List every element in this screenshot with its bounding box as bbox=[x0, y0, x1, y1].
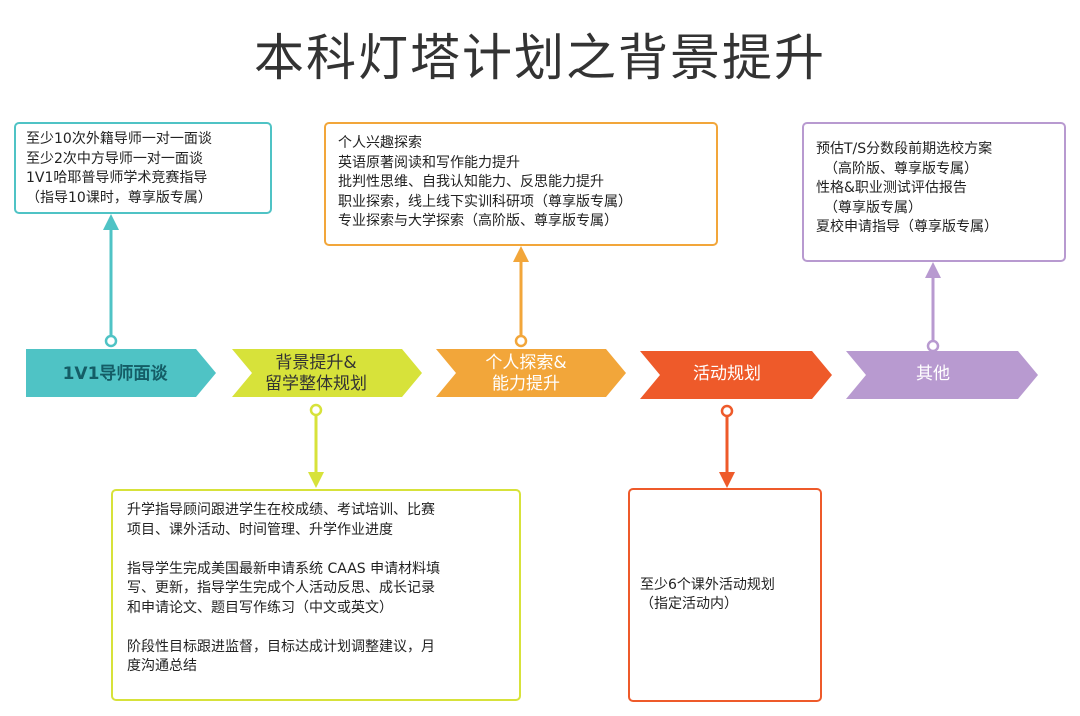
activity-details-box: 至少6个课外活动规划 （指定活动内） bbox=[628, 488, 822, 702]
step-2-shape bbox=[232, 349, 422, 397]
box-line: 指导学生完成美国最新申请系统 CAAS 申请材料填 bbox=[127, 560, 441, 577]
arrowhead-up-icon bbox=[513, 246, 529, 262]
mentor-details-box: 至少10次外籍导师一对一面谈 至少2次中方导师一对一面谈 1V1哈耶普导师学术竞… bbox=[14, 122, 272, 214]
step-5-label-line: 其他 bbox=[916, 364, 950, 384]
step-3-shape bbox=[436, 349, 626, 397]
box-line: 至少6个课外活动规划 bbox=[640, 576, 775, 593]
box-line: 至少2次中方导师一对一面谈 bbox=[26, 150, 203, 167]
connector-mentor bbox=[103, 214, 119, 348]
box-line: 性格&职业测试评估报告 bbox=[816, 180, 967, 196]
box-line: 度沟通总结 bbox=[127, 658, 197, 674]
step-4-shape bbox=[640, 351, 832, 399]
box-line: 职业探索，线上线下实训科研项（尊享版专属） bbox=[338, 193, 632, 210]
step-3-label-line-1: 个人探索& bbox=[485, 353, 567, 373]
planning-details-box: 升学指导顾问跟进学生在校成绩、考试培训、比赛 项目、课外活动、时间管理、升学作业… bbox=[111, 489, 521, 701]
box-line: （高阶版、尊享版专属） bbox=[824, 160, 978, 177]
box-line: （指导10课时，尊享版专属） bbox=[26, 189, 212, 206]
arrowhead-up-icon bbox=[925, 262, 941, 278]
step-1-label-line: 1V1导师面谈 bbox=[62, 364, 168, 384]
box-line: 批判性思维、自我认知能力、反思能力提升 bbox=[338, 174, 604, 190]
box-line: 专业探索与大学探索（高阶版、尊享版专属） bbox=[338, 213, 618, 229]
connector-planning bbox=[308, 403, 324, 488]
box-line: 至少10次外籍导师一对一面谈 bbox=[26, 131, 212, 147]
connector-activity bbox=[719, 404, 735, 488]
exploration-details-box: 个人兴趣探索 英语原著阅读和写作能力提升 批判性思维、自我认知能力、反思能力提升… bbox=[324, 122, 718, 246]
box-line: （指定活动内） bbox=[640, 596, 738, 612]
arrowhead-down-icon bbox=[719, 472, 735, 488]
box-line: 英语原著阅读和写作能力提升 bbox=[338, 154, 520, 171]
connector-dot bbox=[309, 403, 323, 417]
step-5-shape bbox=[846, 351, 1038, 399]
box-line: 阶段性目标跟进监督，目标达成计划调整建议，月 bbox=[127, 638, 435, 655]
step-5-label: 其他 bbox=[846, 364, 1020, 385]
connector-dot bbox=[720, 404, 734, 418]
box-line: 1V1哈耶普导师学术竞赛指导 bbox=[26, 170, 208, 186]
box-line: 夏校申请指导（尊享版专属） bbox=[816, 219, 998, 235]
box-line: 个人兴趣探索 bbox=[338, 135, 422, 151]
step-1-shape bbox=[26, 349, 216, 397]
step-3-label-line-2: 能力提升 bbox=[492, 374, 560, 394]
step-4-label: 活动规划 bbox=[640, 364, 814, 385]
step-1-label: 1V1导师面谈 bbox=[26, 364, 204, 385]
arrowhead-down-icon bbox=[308, 472, 324, 488]
connector-dot bbox=[514, 334, 528, 348]
step-3-label: 个人探索& 能力提升 bbox=[440, 353, 612, 395]
connector-exploration bbox=[513, 246, 529, 348]
box-line: （尊享版专属） bbox=[824, 199, 922, 216]
step-2-label-line-2: 留学整体规划 bbox=[265, 374, 367, 394]
page-title: 本科灯塔计划之背景提升 bbox=[254, 29, 826, 87]
step-2-label-line-1: 背景提升& bbox=[275, 353, 357, 373]
paragraph-gap bbox=[127, 618, 505, 638]
box-line: 升学指导顾问跟进学生在校成绩、考试培训、比赛 bbox=[127, 502, 435, 518]
step-4-label-line: 活动规划 bbox=[693, 364, 761, 384]
connector-other bbox=[925, 262, 941, 353]
box-line: 写、更新，指导学生完成个人活动反思、成长记录 bbox=[127, 580, 435, 596]
paragraph-gap bbox=[127, 540, 505, 560]
box-line: 和申请论文、题目写作练习（中文或英文） bbox=[127, 599, 393, 616]
connector-dot bbox=[104, 334, 118, 348]
other-details-box: 预估T/S分数段前期选校方案 （高阶版、尊享版专属） 性格&职业测试评估报告 （… bbox=[802, 122, 1066, 262]
connector-dot bbox=[926, 339, 940, 353]
box-line: 预估T/S分数段前期选校方案 bbox=[816, 141, 993, 157]
step-2-label: 背景提升& 留学整体规划 bbox=[236, 353, 396, 395]
arrowhead-up-icon bbox=[103, 214, 119, 230]
box-line: 项目、课外活动、时间管理、升学作业进度 bbox=[127, 521, 393, 538]
